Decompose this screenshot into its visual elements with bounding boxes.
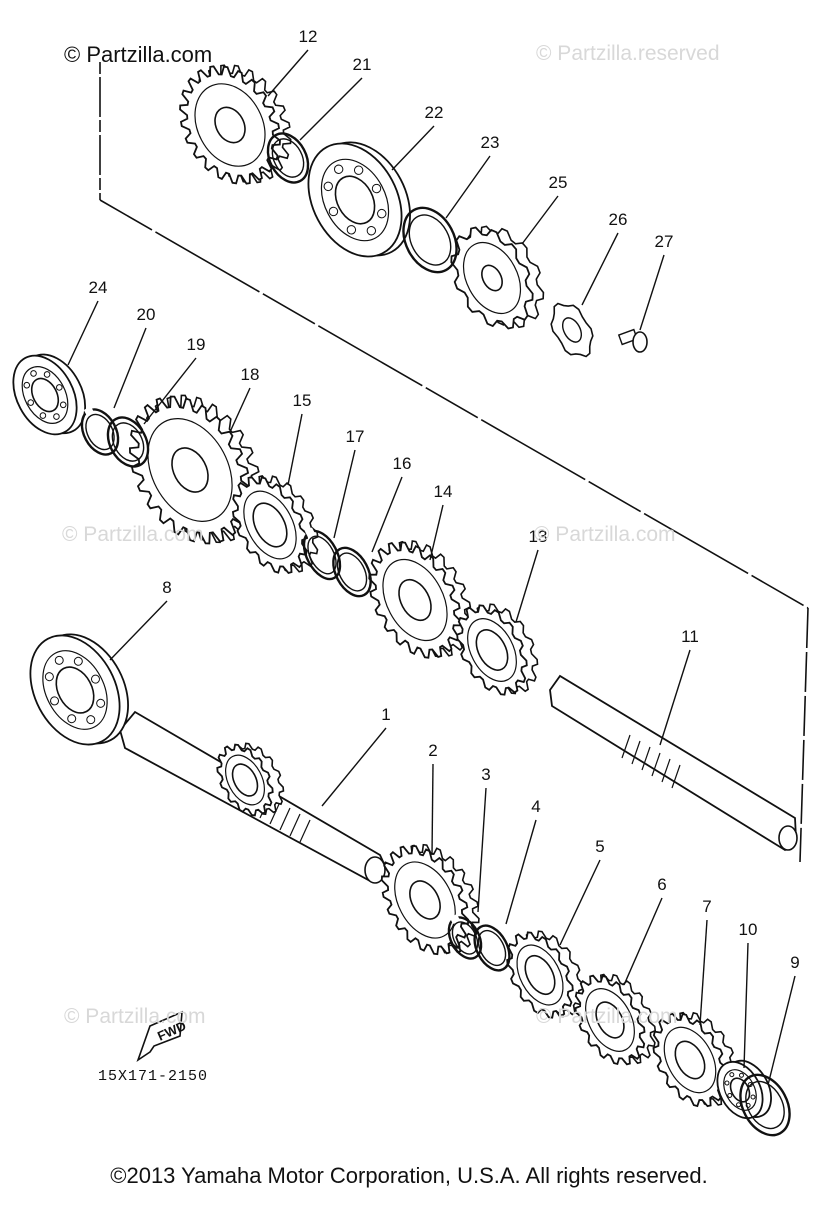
washer-part-19	[106, 416, 150, 468]
part-number-label: 17	[346, 427, 365, 446]
part-number-label: 5	[595, 837, 604, 856]
part-number-label: 10	[739, 920, 758, 939]
part-number-label: 25	[549, 173, 568, 192]
copyright-notice: ©2013 Yamaha Motor Corporation, U.S.A. A…	[110, 1163, 708, 1188]
part-number-label: 6	[657, 875, 666, 894]
drive-axle-part-11	[549, 674, 798, 852]
bearing-part-22	[307, 141, 411, 258]
integral-gear-on-axle	[216, 742, 285, 817]
watermark-partzilla: © Partzilla.com	[64, 42, 213, 67]
gear-part-13	[456, 603, 539, 696]
part-number-label: 18	[241, 365, 260, 384]
part-number-label: 24	[89, 278, 108, 297]
diagram-reference-code: 15X171-2150	[98, 1068, 209, 1085]
watermark-partzilla: © Partzilla.com	[534, 523, 676, 546]
part-number-label: 21	[353, 55, 372, 74]
gear-part-15	[231, 474, 319, 574]
part-number-label: 14	[434, 482, 453, 501]
oil-seal-part-23	[402, 206, 458, 274]
parts-layer	[12, 64, 798, 1137]
watermark-partzilla: © Partzilla.com	[64, 1005, 206, 1028]
part-number-label: 8	[162, 578, 171, 597]
circlip-part-17	[302, 527, 342, 581]
part-number-label: 3	[481, 765, 490, 784]
part-labels: 1234567891011121314151617181920212223242…	[89, 27, 800, 972]
bearing-part-24	[12, 353, 86, 436]
gear-part-6	[574, 973, 657, 1066]
sprocket-part-25	[450, 225, 545, 330]
lock-washer-part-26	[550, 302, 594, 358]
part-number-label: 1	[381, 705, 390, 724]
assembly-frame-lines	[99, 62, 809, 863]
part-number-label: 2	[428, 741, 437, 760]
part-number-label: 7	[702, 897, 711, 916]
part-number-label: 4	[531, 797, 540, 816]
leader-lines	[67, 49, 796, 1086]
part-number-label: 27	[655, 232, 674, 251]
watermark-partzilla: © Partzilla.com	[62, 523, 204, 546]
gear-part-18	[128, 394, 262, 545]
part-number-label: 13	[529, 527, 548, 546]
circlip-part-20	[80, 406, 120, 456]
part-number-label: 19	[187, 335, 206, 354]
watermark-partzilla: © Partzilla.com	[536, 1005, 678, 1028]
gear-part-14	[368, 540, 473, 659]
part-number-label: 15	[293, 391, 312, 410]
gear-part-12	[179, 64, 292, 185]
part-number-label: 20	[137, 305, 156, 324]
part-number-label: 9	[790, 953, 799, 972]
gear-part-5	[506, 930, 585, 1019]
part-number-label: 22	[425, 103, 444, 122]
collar-part-9	[739, 1073, 791, 1137]
part-number-label: 26	[609, 210, 628, 229]
bolt-part-27	[617, 328, 648, 353]
bearing-part-8	[29, 633, 129, 746]
part-number-label: 16	[393, 454, 412, 473]
part-number-label: 23	[481, 133, 500, 152]
washer-part-16	[332, 546, 372, 598]
washer-part-21	[266, 132, 310, 184]
part-number-label: 12	[299, 27, 318, 46]
washer-part-4	[473, 924, 511, 972]
part-number-label: 11	[681, 627, 699, 646]
watermark-partzilla: © Partzilla.reserved	[536, 42, 720, 65]
